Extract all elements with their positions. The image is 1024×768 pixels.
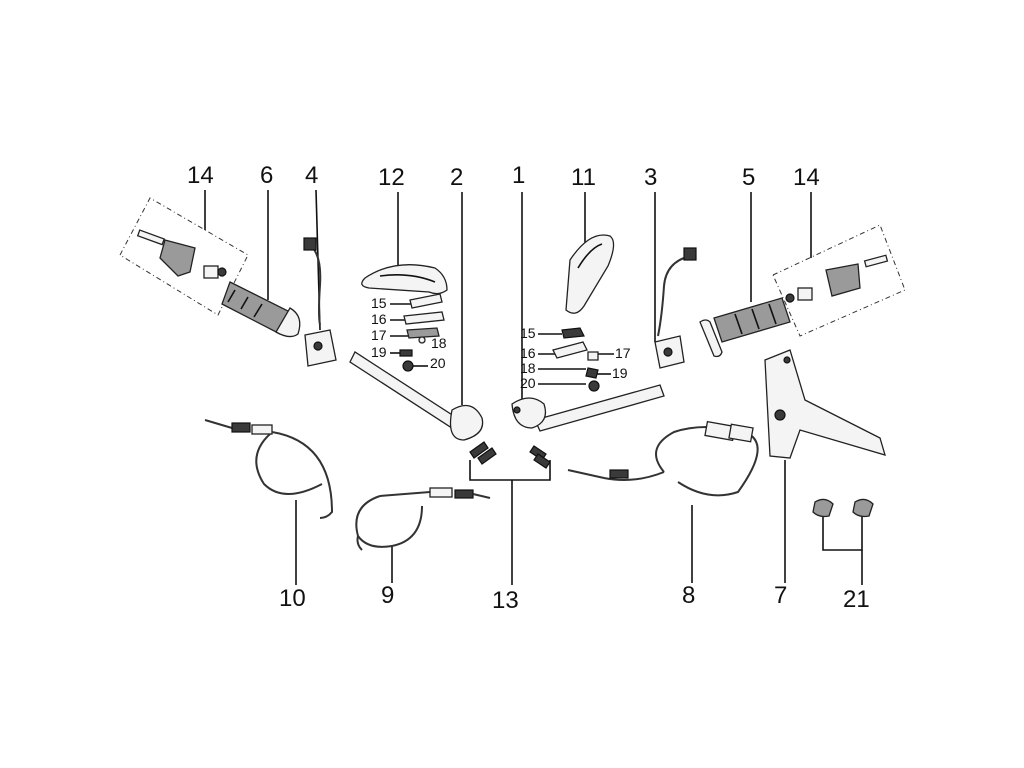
callout-14-left: 14 <box>187 162 214 189</box>
callout-20-right: 20 <box>520 375 536 391</box>
part-3-right-switch <box>654 247 697 369</box>
callout-17-left: 17 <box>371 327 387 343</box>
callout-14-right: 14 <box>793 164 820 191</box>
part-1-right-bar <box>511 384 665 432</box>
parts-15-20-right <box>552 327 600 392</box>
callout-4: 4 <box>305 162 318 189</box>
leader-lines <box>204 189 863 585</box>
callout-12: 12 <box>378 164 405 191</box>
parts-15-20-left <box>399 293 445 372</box>
part-14-right-kit <box>772 224 906 337</box>
callout-15-left: 15 <box>371 295 387 311</box>
callout-16-left: 16 <box>371 311 387 327</box>
callout-6: 6 <box>260 162 273 189</box>
part-21-end-caps <box>812 498 874 518</box>
callout-20-left: 20 <box>430 355 446 371</box>
callout-2: 2 <box>450 164 463 191</box>
part-7-brake-lever <box>764 349 886 459</box>
callout-21: 21 <box>843 586 870 613</box>
callout-19-right: 19 <box>612 365 628 381</box>
part-9-cable <box>355 487 491 551</box>
callout-9: 9 <box>381 582 394 609</box>
callout-19-left: 19 <box>371 344 387 360</box>
part-6-left-grip <box>221 281 301 338</box>
callout-15-right: 15 <box>520 325 536 341</box>
part-13-clamps <box>469 441 551 469</box>
part-8-cable <box>567 420 759 497</box>
callout-17-right: 17 <box>615 345 631 361</box>
part-2-left-bar <box>349 351 484 441</box>
callout-11: 11 <box>571 164 596 191</box>
callout-1: 1 <box>512 162 525 189</box>
callout-13: 13 <box>492 587 519 614</box>
part-12-left-cover <box>361 264 448 295</box>
callout-7: 7 <box>774 582 787 609</box>
callout-5: 5 <box>742 164 755 191</box>
callout-16-right: 16 <box>520 345 536 361</box>
part-11-right-cover <box>565 234 615 314</box>
callout-3: 3 <box>644 164 657 191</box>
callout-18-right: 18 <box>520 360 536 376</box>
part-5-right-grip <box>699 297 791 358</box>
callout-10: 10 <box>279 585 306 612</box>
callout-8: 8 <box>682 582 695 609</box>
part-10-cable <box>204 419 334 519</box>
part-14-left-kit <box>119 197 249 316</box>
part-4-left-switch <box>303 237 337 367</box>
callout-18-left: 18 <box>431 335 447 351</box>
